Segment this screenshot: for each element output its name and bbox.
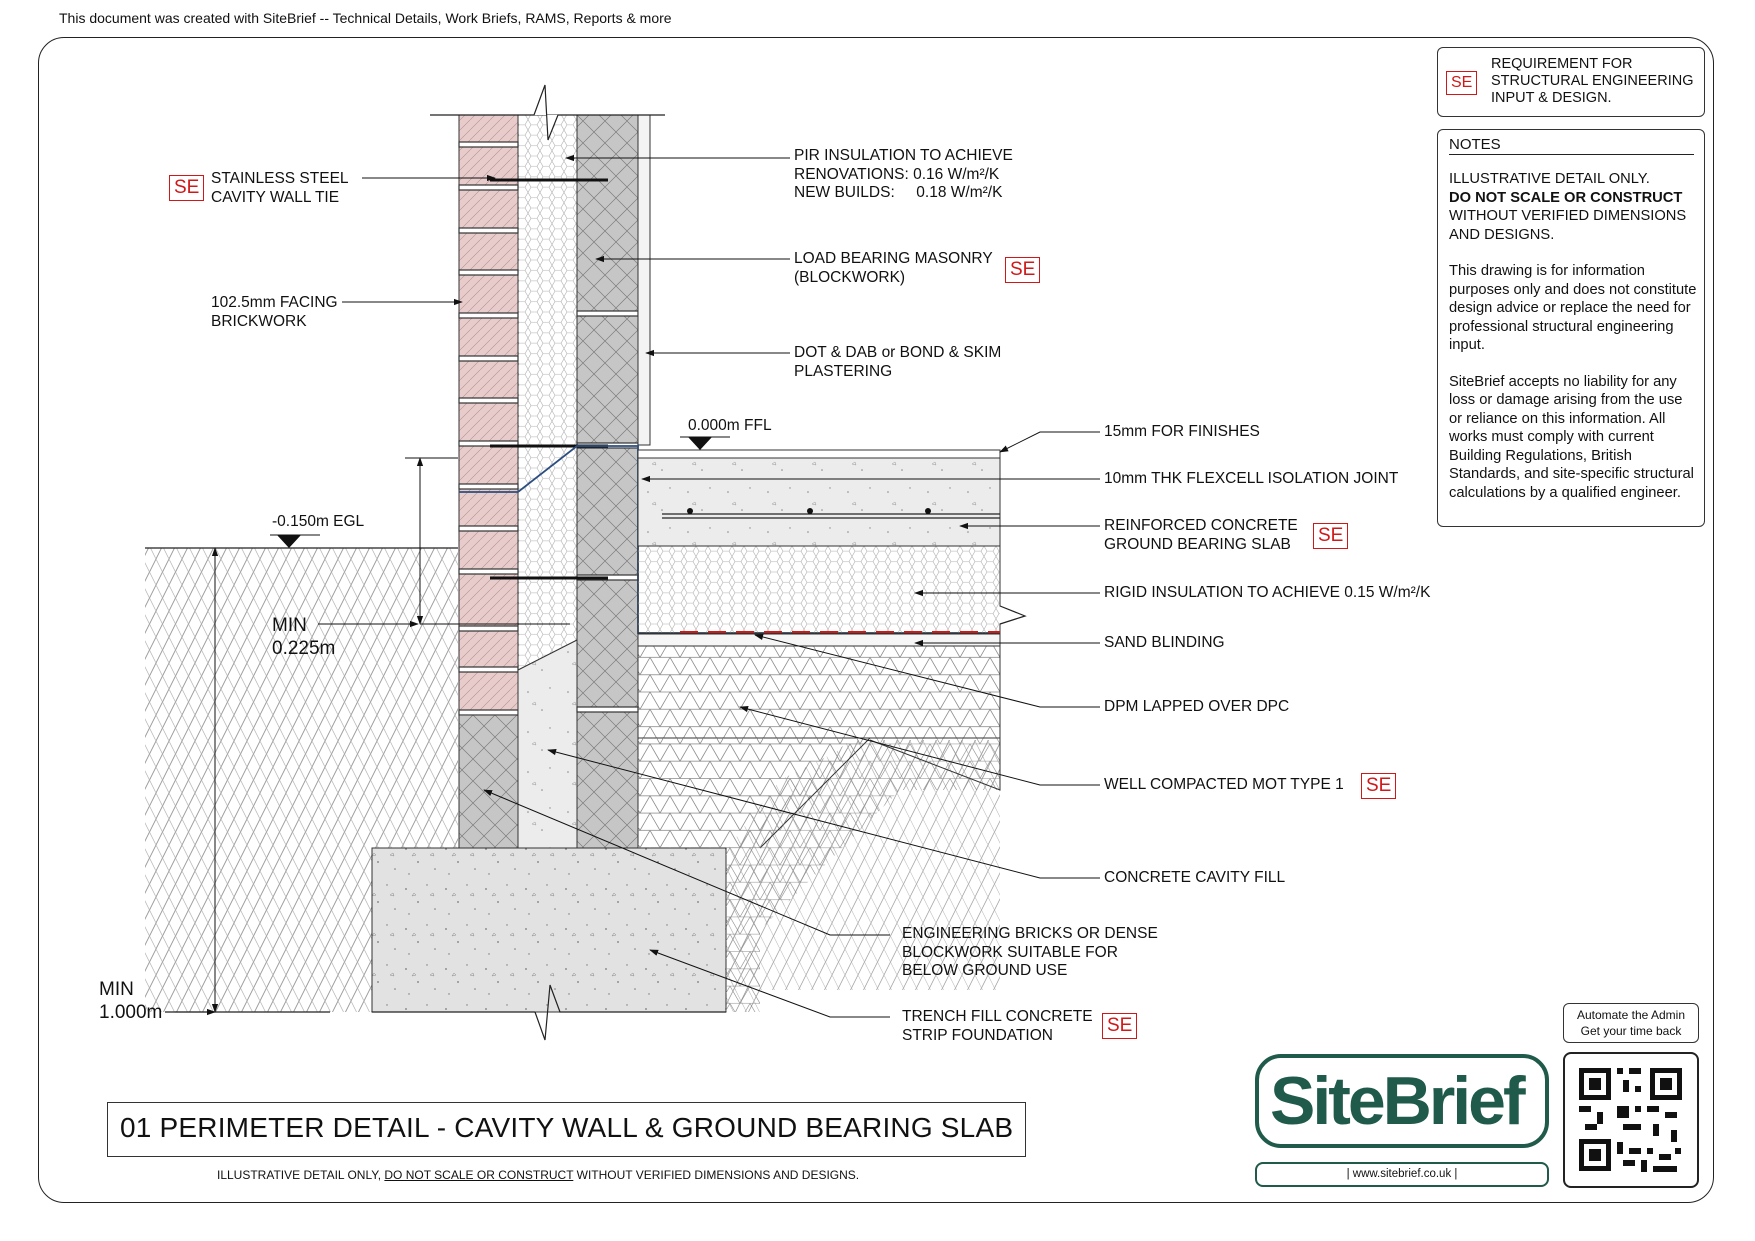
label-engineering-bricks: ENGINEERING BRICKS OR DENSE BLOCKWORK SU… bbox=[902, 925, 1158, 979]
header-note: This document was created with SiteBrief… bbox=[59, 10, 672, 26]
notes-body: ILLUSTRATIVE DETAIL ONLY. DO NOT SCALE O… bbox=[1449, 171, 1697, 501]
se-badge: SE bbox=[1005, 257, 1041, 283]
se-badge: SE bbox=[1361, 773, 1397, 799]
label-ffl: 0.000m FFL bbox=[688, 417, 772, 434]
se-badge: SE bbox=[1313, 523, 1349, 549]
se-badge: SE bbox=[1446, 71, 1478, 95]
drawing-title: 01 PERIMETER DETAIL - CAVITY WALL & GROU… bbox=[120, 1112, 1014, 1143]
footer-disclaimer: ILLUSTRATIVE DETAIL ONLY, DO NOT SCALE O… bbox=[217, 1168, 860, 1182]
sitebrief-logo-text: SiteBrief bbox=[1270, 1063, 1526, 1139]
label-cavity-fill: CONCRETE CAVITY FILL bbox=[1104, 869, 1286, 886]
se-legend-text: REQUIREMENT FOR STRUCTURAL ENGINEERING I… bbox=[1491, 56, 1694, 106]
label-finishes: 15mm FOR FINISHES bbox=[1104, 423, 1260, 440]
label-concrete-slab: REINFORCED CONCRETE GROUND BEARING SLAB bbox=[1104, 517, 1298, 553]
title-block bbox=[107, 1102, 1026, 1157]
label-sand-blinding: SAND BLINDING bbox=[1104, 634, 1225, 651]
automate-tagline: Automate the Admin Get your time back bbox=[1563, 1003, 1699, 1043]
se-legend bbox=[1437, 47, 1705, 117]
label-dpm: DPM LAPPED OVER DPC bbox=[1104, 698, 1290, 715]
sheet-frame bbox=[38, 37, 1714, 1203]
qr-code[interactable] bbox=[1563, 1052, 1699, 1188]
sitebrief-logo bbox=[1255, 1054, 1549, 1148]
notes-title: NOTES bbox=[1449, 136, 1694, 155]
se-badge: SE bbox=[169, 175, 205, 201]
label-flexcell: 10mm THK FLEXCELL ISOLATION JOINT bbox=[1104, 470, 1399, 487]
label-min-1000: MIN 1.000m bbox=[99, 979, 163, 1023]
label-plastering: DOT & DAB or BOND & SKIM PLASTERING bbox=[794, 344, 1002, 380]
qr-code-icon bbox=[1579, 1068, 1682, 1172]
label-min-225: MIN 0.225m bbox=[272, 615, 336, 659]
label-facing-brickwork: 102.5mm FACING BRICKWORK bbox=[211, 294, 338, 330]
label-mot-type-1: WELL COMPACTED MOT TYPE 1 bbox=[1104, 776, 1344, 793]
label-rigid-insulation: RIGID INSULATION TO ACHIEVE 0.15 W/m²/K bbox=[1104, 584, 1431, 601]
se-badge: SE bbox=[1102, 1013, 1138, 1039]
notes-panel bbox=[1437, 129, 1705, 527]
label-load-bearing-masonry: LOAD BEARING MASONRY (BLOCKWORK) bbox=[794, 250, 993, 286]
website-link[interactable]: | www.sitebrief.co.uk | bbox=[1255, 1162, 1549, 1187]
label-trench-fill: TRENCH FILL CONCRETE STRIP FOUNDATION bbox=[902, 1008, 1093, 1044]
label-wall-tie: STAINLESS STEEL CAVITY WALL TIE bbox=[211, 170, 349, 206]
label-pir-insulation: PIR INSULATION TO ACHIEVE RENOVATIONS: 0… bbox=[794, 147, 1013, 201]
label-egl: -0.150m EGL bbox=[272, 513, 365, 530]
